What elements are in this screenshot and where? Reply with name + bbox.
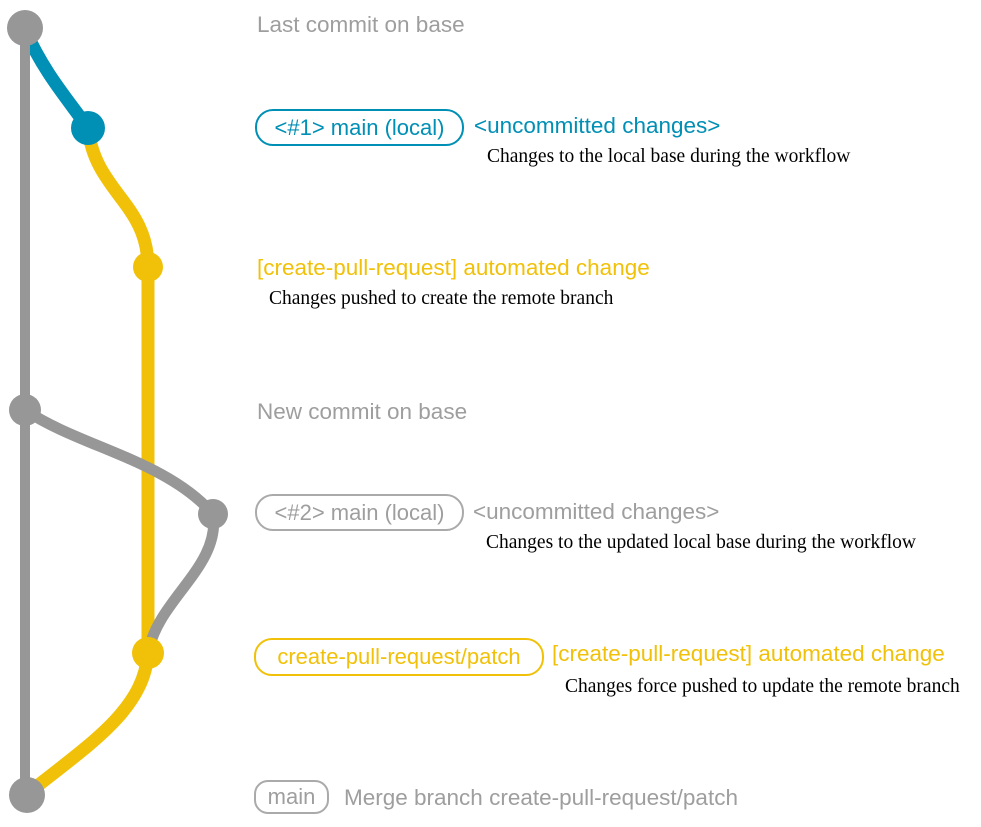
- caption-pushed-create-branch: Changes pushed to create the remote bran…: [269, 288, 614, 309]
- caption-updated-local-base-changes: Changes to the updated local base during…: [486, 532, 916, 553]
- automated-change-label-2: [create-pull-request] automated change: [552, 641, 945, 666]
- branch-badge-local-main-1: <#1> main (local): [255, 109, 464, 146]
- commit-dot-merge: [9, 777, 45, 813]
- commit-dot-local-main-1: [71, 111, 105, 145]
- merge-message-label: Merge branch create-pull-request/patch: [344, 785, 738, 810]
- label-last-commit-on-base: Last commit on base: [257, 12, 465, 37]
- branch-badge-local-main-2: <#2> main (local): [255, 494, 464, 531]
- branch-badge-main: main: [254, 780, 329, 814]
- commit-dot-new-base: [9, 394, 41, 426]
- commit-dot-patch-1: [133, 252, 163, 282]
- commit-dot-local-main-2: [198, 499, 228, 529]
- local-main-branch-line-1: [18, 23, 95, 135]
- local-main-branch-line-2: [19, 404, 220, 656]
- label-new-commit-on-base: New commit on base: [257, 399, 468, 424]
- caption-local-base-changes: Changes to the local base during the wor…: [487, 146, 851, 167]
- commit-dot-last-base: [7, 10, 43, 46]
- uncommitted-changes-label-1: <uncommitted changes>: [474, 113, 721, 138]
- commit-dot-patch-2: [132, 637, 164, 669]
- automated-change-label-1: [create-pull-request] automated change: [257, 255, 650, 280]
- uncommitted-changes-label-2: <uncommitted changes>: [473, 499, 720, 524]
- caption-force-pushed-update-branch: Changes force pushed to update the remot…: [565, 676, 960, 697]
- branch-badge-patch: create-pull-request/patch: [254, 638, 544, 676]
